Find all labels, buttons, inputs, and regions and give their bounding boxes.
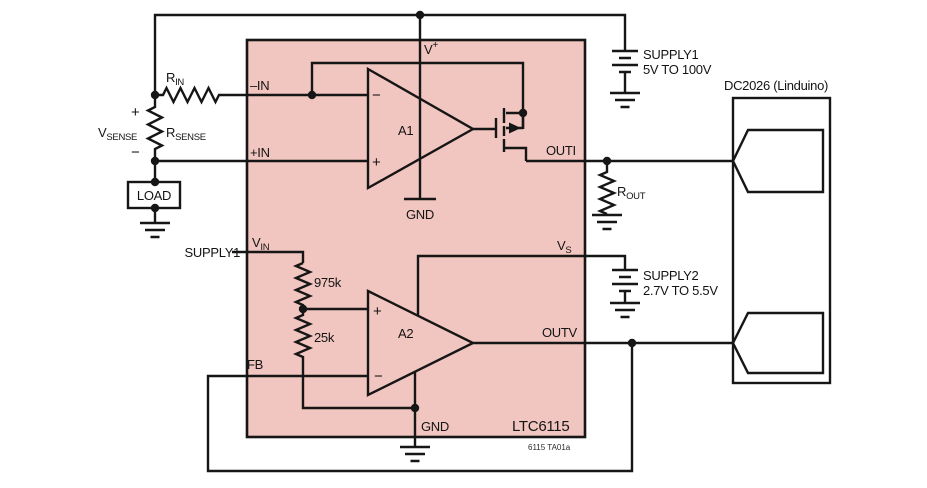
pin-neg-in: –IN — [250, 78, 269, 93]
wire-vin — [232, 250, 305, 263]
resistor-25k — [292, 309, 415, 410]
a2-label: A2 — [398, 326, 413, 341]
label-rsense: RSENSE — [166, 125, 206, 143]
label-supply2-range: 2.7V TO 5.5V — [643, 283, 718, 298]
pin-pos-in: +IN — [250, 145, 270, 160]
ground-rout — [590, 213, 624, 231]
load-box — [126, 180, 182, 210]
ground-supply2 — [608, 301, 642, 319]
wire-top-rail — [153, 13, 627, 95]
label-975k: 975k — [314, 275, 342, 290]
pin-outv: OUTV — [542, 325, 578, 340]
label-load: LOAD — [137, 188, 171, 203]
resistor-rout — [596, 161, 618, 216]
mosfet-body-arrow — [509, 122, 521, 134]
opamp-a2 — [366, 289, 476, 397]
label-rout: ROUT — [617, 184, 646, 202]
label-supply1-name: SUPPLY1 — [643, 47, 699, 62]
wire-source-feedback — [310, 61, 525, 129]
junction-dot — [150, 177, 160, 187]
pin-vs: VS — [557, 238, 571, 256]
ground-ic — [398, 445, 432, 463]
junction-dot — [150, 156, 160, 166]
battery-supply2 — [612, 268, 638, 302]
connector-outv — [731, 311, 825, 375]
label-rin: RIN — [166, 70, 184, 88]
a2-noninverting-sign: + — [373, 303, 382, 320]
junction-dot — [518, 108, 528, 118]
label-vsense: VSENSE — [98, 125, 137, 143]
label-controller: DC2026 (Linduino) — [724, 78, 828, 93]
mosfet — [473, 108, 528, 161]
pin-gnd-bottom: GND — [421, 419, 449, 434]
pin-vplus: V+ — [424, 40, 438, 57]
junction-dot — [150, 203, 160, 213]
junction-dot — [415, 10, 425, 20]
resistor-975k — [292, 261, 314, 309]
label-vsense-minus: − — [131, 144, 140, 161]
battery-supply1 — [612, 49, 638, 92]
a2-inverting-sign: − — [374, 368, 383, 385]
opamp-a1 — [366, 66, 476, 191]
junction-dot — [307, 90, 317, 100]
resistor-rin — [155, 85, 368, 105]
label-25k: 25k — [314, 330, 335, 345]
pin-gnd-a1: GND — [406, 207, 434, 222]
label-figure-id: 6115 TA01a — [528, 443, 571, 452]
wire-feedback-loop — [206, 343, 634, 473]
wire-vplus-gnd — [404, 15, 436, 201]
junction-dot — [627, 338, 637, 348]
label-part-number: LTC6115 — [512, 418, 569, 435]
resistor-rsense — [145, 95, 165, 161]
label-supply2-name: SUPPLY2 — [643, 268, 699, 283]
ground-load — [138, 221, 172, 239]
a1-noninverting-sign: + — [372, 154, 381, 171]
junction-dot — [410, 403, 420, 413]
label-vsense-plus: + — [131, 104, 140, 121]
label-supply1-range: 5V TO 100V — [643, 62, 712, 77]
connector-outi — [731, 128, 825, 194]
junction-dot — [602, 156, 612, 166]
label-supply1-feed: SUPPLY1 — [185, 245, 241, 260]
pin-vin: VIN — [252, 235, 270, 253]
a1-label: A1 — [398, 123, 413, 138]
junction-dot — [298, 304, 308, 314]
pin-fb: FB — [247, 357, 263, 372]
ground-supply1 — [608, 91, 642, 109]
junction-dot — [150, 90, 160, 100]
pin-outi: OUTI — [546, 143, 576, 158]
a1-inverting-sign: − — [372, 87, 381, 104]
wire-vs — [416, 254, 627, 316]
